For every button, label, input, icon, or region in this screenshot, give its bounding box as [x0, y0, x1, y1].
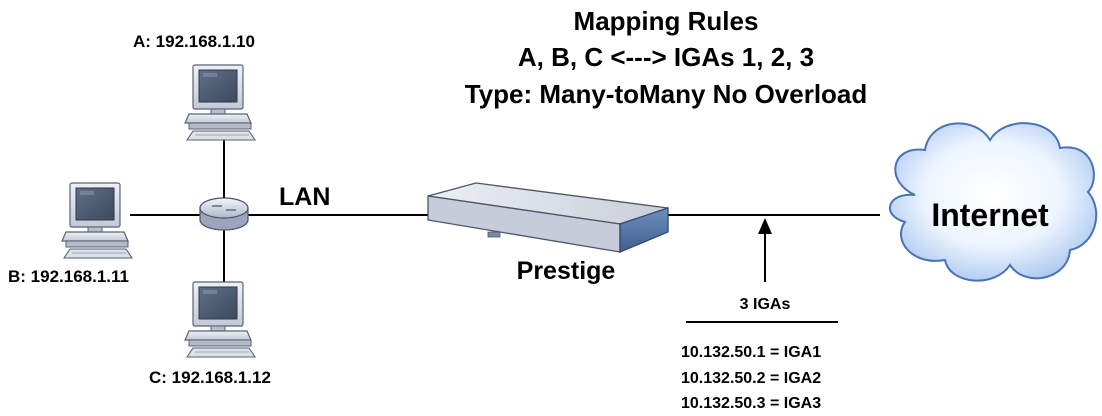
lan-label: LAN: [279, 183, 330, 211]
iga-count-label: 3 IGAs: [740, 296, 791, 313]
hub-icon: [199, 197, 249, 231]
iga-mapping-2: 10.132.50.2 = IGA2: [681, 370, 821, 387]
workstation-c-icon: [184, 281, 256, 358]
mapping-type: Type: Many-toMany No Overload: [465, 79, 868, 109]
iga-mapping-1: 10.132.50.1 = IGA1: [681, 344, 821, 361]
internet-label: Internet: [931, 197, 1049, 233]
host-a-label: A: 192.168.1.10: [133, 32, 255, 51]
host-b-label: B: 192.168.1.11: [8, 267, 129, 286]
mapping-title: Mapping Rules: [574, 6, 759, 36]
internet-cloud-icon: [888, 122, 1098, 282]
prestige-label: Prestige: [517, 257, 616, 285]
workstation-a-icon: [184, 64, 256, 141]
iga-mapping-3: 10.132.50.3 = IGA3: [681, 395, 821, 412]
workstation-b-icon: [61, 182, 133, 259]
host-c-label: C: 192.168.1.12: [149, 368, 271, 387]
iga-arrow-head: [758, 218, 772, 234]
prestige-router-icon: [427, 182, 669, 253]
mapping-rule: A, B, C <---> IGAs 1, 2, 3: [518, 42, 814, 72]
